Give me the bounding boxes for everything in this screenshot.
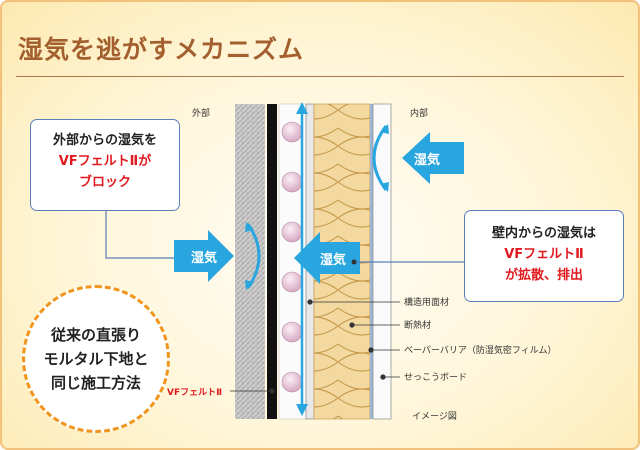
vf-felt-layer xyxy=(267,104,277,419)
legend-vapor-barrier: ベーパーバリア（防湿気密フィルム） xyxy=(404,344,556,356)
callout-exterior: 外部からの湿気を VFフェルトⅡが ブロック xyxy=(30,119,180,211)
exterior-moisture-arrow xyxy=(174,230,234,282)
interior-moisture-arrow xyxy=(402,132,464,184)
badge-line3: 同じ施工方法 xyxy=(50,374,141,392)
interior-label: 内部 xyxy=(410,109,429,119)
arrow-label-exterior: 湿気 xyxy=(191,250,217,266)
callout-interior: 壁内からの湿気は VFフェルトⅡ が拡散、排出 xyxy=(464,210,624,302)
mortar-layer xyxy=(235,104,265,419)
callout-left-connector xyxy=(105,210,174,259)
cavity-beads xyxy=(281,121,303,393)
callout-exterior-line3: ブロック xyxy=(78,175,131,190)
callout-interior-line3: が拡散、排出 xyxy=(504,268,583,283)
legend-structural-panel: 構造用面材 xyxy=(404,296,449,308)
callout-exterior-line2: VFフェルトⅡが xyxy=(58,154,152,169)
image-note: イメージ図 xyxy=(412,412,457,422)
vf-felt-label: VFフェルトⅡ xyxy=(167,388,223,398)
arrow-label-interior: 湿気 xyxy=(414,152,440,168)
legend-insulation: 断熱材 xyxy=(404,319,431,331)
callout-interior-line2: VFフェルトⅡ xyxy=(504,247,584,262)
wall-moisture-arrow xyxy=(294,232,360,284)
badge-line1: 従来の直張り xyxy=(50,326,141,344)
badge-line2: モルタル下地と xyxy=(43,350,149,368)
method-badge: 従来の直張り モルタル下地と 同じ施工方法 xyxy=(22,285,170,433)
legend-gypsum-board: せっこうボード xyxy=(404,372,467,383)
page-title: 湿気を逃がすメカニズム xyxy=(18,35,305,64)
exterior-label: 外部 xyxy=(192,109,211,119)
callout-exterior-line1: 外部からの湿気を xyxy=(52,133,157,148)
callout-interior-line1: 壁内からの湿気は xyxy=(491,226,596,241)
arrow-label-wall: 湿気 xyxy=(320,252,346,268)
title-divider xyxy=(16,76,624,77)
